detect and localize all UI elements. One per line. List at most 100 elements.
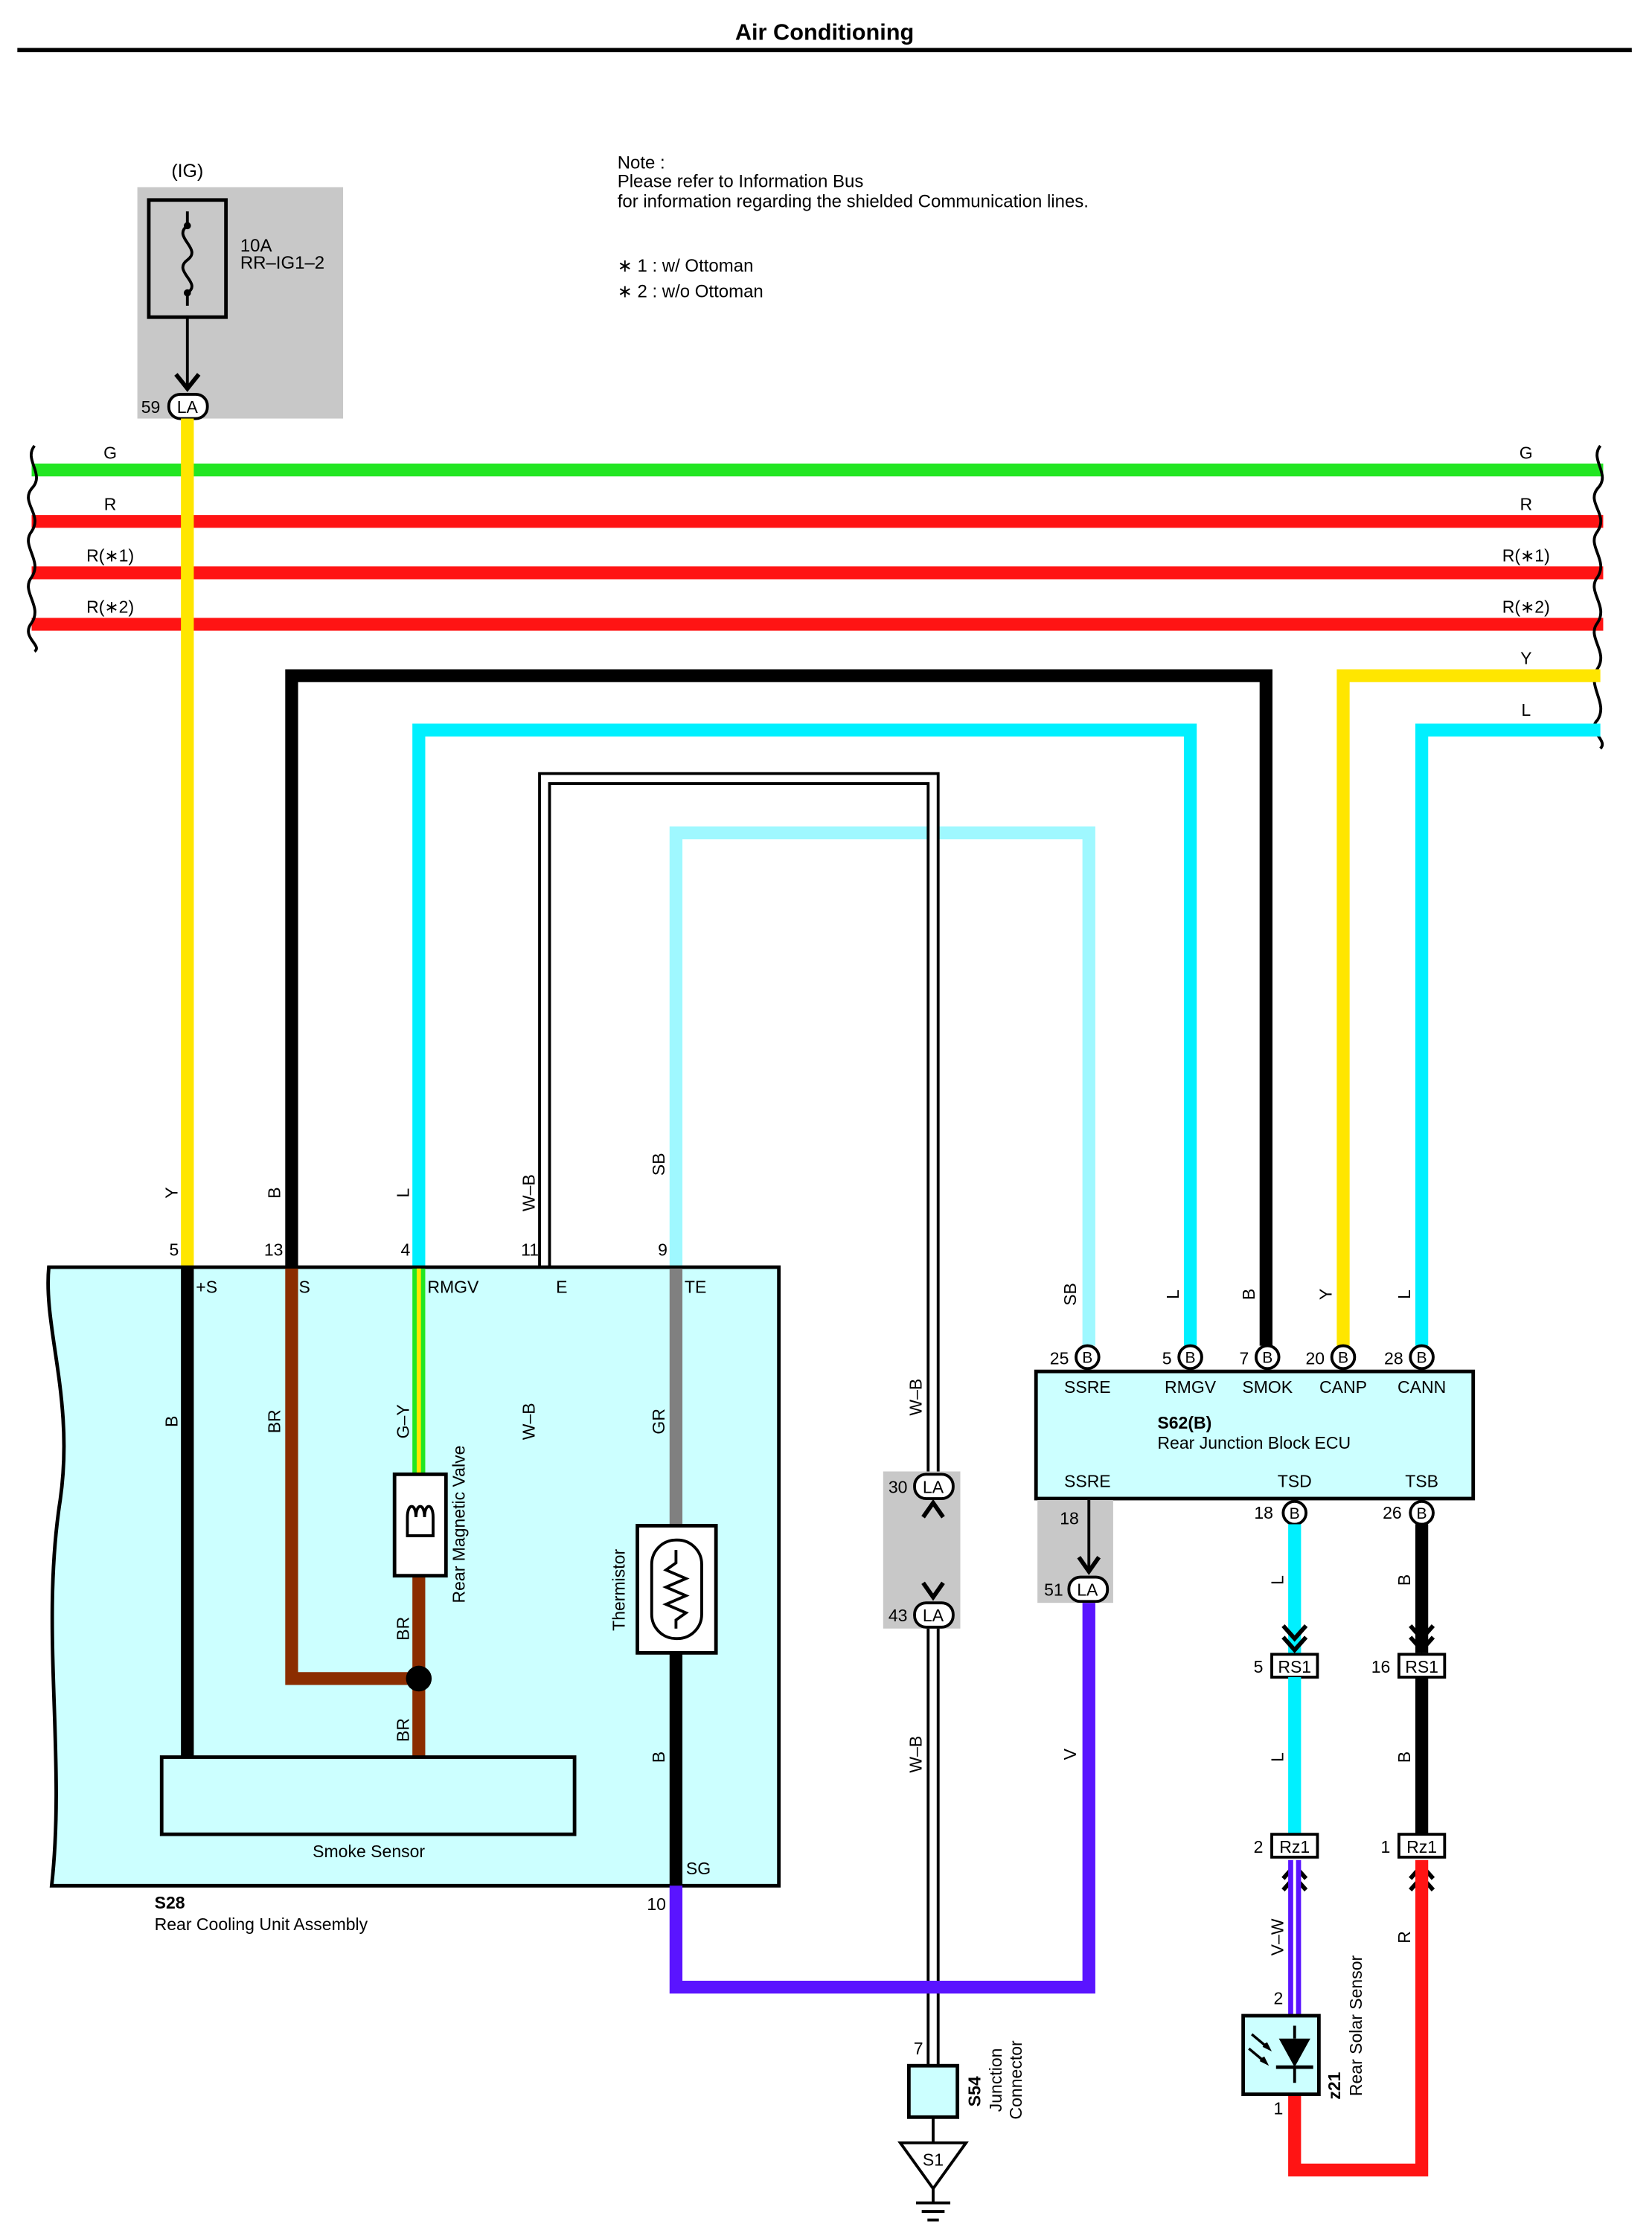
valve-box: [392, 1472, 448, 1578]
rz1-pin-2: 2: [1254, 1837, 1264, 1856]
s28-pin-4: 4: [400, 1240, 410, 1260]
s54-name-2: Connector: [1006, 2040, 1025, 2120]
main-wires: [181, 418, 1601, 2066]
splice-point: [406, 1665, 432, 1692]
b-connector-28: [1409, 1344, 1435, 1371]
b-connector-25: [1075, 1344, 1101, 1371]
s62-pin-5: 5: [1162, 1349, 1172, 1368]
legend-2: ∗ 2 : w/o Ottoman: [618, 281, 763, 301]
bus-right-label-g: G: [1520, 443, 1533, 462]
inner-label-br2: BR: [393, 1617, 412, 1641]
s62-pin-7: 7: [1239, 1349, 1249, 1368]
wb-pin-30: 30: [889, 1477, 908, 1496]
s62-term-cann: CANN: [1398, 1377, 1446, 1397]
s54-box: [906, 2063, 960, 2119]
b-label-5: B: [1185, 1350, 1196, 1367]
inner-label-b: B: [161, 1416, 181, 1427]
s28-term-plus-s: +S: [196, 1278, 217, 1297]
s28-term-s: S: [299, 1278, 310, 1297]
double-arrow-icon: [1409, 1624, 1435, 1653]
bus-left-label-g: G: [103, 443, 117, 462]
s62-term-smok: SMOK: [1242, 1377, 1293, 1397]
fuse-block: (IG) 10A RR–IG1–2 59 LA: [137, 161, 344, 420]
note-line-1: Note :: [618, 153, 665, 173]
tsb-pin-26: 26: [1383, 1503, 1402, 1522]
s54-component: 7 S1 S54 Junction Connector: [897, 2039, 1025, 2222]
s28-pin-9: 9: [658, 1240, 667, 1260]
inner-label-b2: B: [649, 1752, 668, 1763]
sensor-branches: 18 B L 5 RS1 L 2 Rz1 V–W 26 B B 16 RS1 B…: [1254, 1499, 1447, 2177]
wb-pin-43: 43: [889, 1606, 908, 1625]
z21-component: 2 1 z21 Rear Solar Sensor: [1241, 1955, 1366, 2118]
s62-wire-b: B: [1239, 1289, 1258, 1300]
s62-term-tsb: TSB: [1405, 1472, 1438, 1491]
smoke-sensor-label: Smoke Sensor: [313, 1842, 425, 1861]
s62-term-tsd: TSD: [1278, 1472, 1312, 1491]
la-30-label: LA: [923, 1477, 944, 1496]
s28-term-e: E: [556, 1278, 567, 1297]
valve-label: Rear Magnetic Valve: [449, 1446, 468, 1603]
b-label-18: B: [1290, 1505, 1300, 1522]
inner-label-gy: G–Y: [393, 1404, 412, 1438]
s28-term-sg: SG: [686, 1859, 711, 1878]
s28-term-rmgv: RMGV: [427, 1278, 479, 1297]
s28-name: Rear Cooling Unit Assembly: [155, 1915, 368, 1934]
s28-pin-13: 13: [264, 1240, 284, 1260]
rz1-label-left: Rz1: [1279, 1837, 1310, 1856]
fuse-name: RR–IG1–2: [240, 253, 324, 273]
rs1-wire-below-right: B: [1395, 1752, 1414, 1763]
la-connector-label: LA: [177, 397, 199, 417]
s62-pin-28: 28: [1384, 1349, 1403, 1368]
bus-right-label-r: R: [1520, 494, 1532, 513]
z21-name: Rear Solar Sensor: [1346, 1955, 1366, 2096]
s62-term-canp: CANP: [1319, 1377, 1367, 1397]
wire-label-wb: W–B: [519, 1174, 538, 1211]
bus-right-label-r2: R(∗2): [1502, 597, 1550, 617]
note-line-3: for information regarding the shielded C…: [618, 191, 1089, 211]
la-51-label: LA: [1077, 1580, 1098, 1600]
arrow-down-icon: [174, 373, 201, 392]
wire-label-sb: SB: [649, 1153, 668, 1176]
z21-box: [1241, 2013, 1321, 2097]
fuse-icon: [181, 211, 193, 306]
la-18-51-connector: 18 51 LA: [1037, 1499, 1113, 1603]
smoke-sensor-box: [159, 1755, 577, 1836]
s62-id: S62(B): [1157, 1413, 1211, 1432]
b-connector-5: [1177, 1344, 1203, 1371]
s54-id: S54: [964, 2076, 984, 2106]
inner-label-br3: BR: [393, 1718, 412, 1742]
s62-term-ssre-bottom: SSRE: [1064, 1472, 1111, 1491]
ig-source-label: (IG): [171, 161, 203, 182]
z21-id: z21: [1325, 2072, 1344, 2099]
rz1-wire-below-right: R: [1395, 1931, 1414, 1944]
v-wire: [669, 1603, 1095, 1994]
bus-right-label-l: L: [1521, 700, 1531, 720]
rz1-pin-1: 1: [1381, 1837, 1391, 1856]
arrow-up-icon: [921, 1499, 945, 1519]
bus-right-label-r1: R(∗1): [1502, 546, 1550, 565]
rs1-pin-16: 16: [1371, 1657, 1391, 1676]
s62-pin-20: 20: [1305, 1349, 1325, 1368]
b-label-26: B: [1417, 1505, 1427, 1522]
wire-label-b: B: [265, 1187, 284, 1198]
thermistor-label: Thermistor: [609, 1549, 628, 1631]
s62-term-ssre: SSRE: [1064, 1377, 1111, 1397]
inner-label-gr: GR: [649, 1409, 668, 1435]
note-line-2: Please refer to Information Bus: [618, 172, 864, 192]
fuse-rating: 10A: [240, 236, 272, 256]
tsb-wire-label: B: [1395, 1574, 1414, 1586]
s28-pin-11: 11: [521, 1240, 539, 1260]
arrow-down-icon: [1077, 1556, 1101, 1575]
z21-pin-2: 2: [1274, 1989, 1284, 2008]
wire-label-l: L: [393, 1188, 412, 1198]
s28-wire-labels: Y B L W–B SB: [161, 1153, 668, 1211]
bus-left-label-r: R: [104, 494, 117, 513]
la-pin-51: 51: [1044, 1580, 1063, 1600]
rs1-wire-below-left: L: [1267, 1752, 1287, 1762]
page-title: Air Conditioning: [735, 19, 914, 45]
wb-la-connector: W–B 30 LA 43 LA W–B: [883, 1379, 961, 1773]
bus-right-label-y: Y: [1520, 649, 1531, 668]
s62-box: [1034, 1369, 1476, 1501]
thermistor-icon: [662, 1550, 690, 1629]
